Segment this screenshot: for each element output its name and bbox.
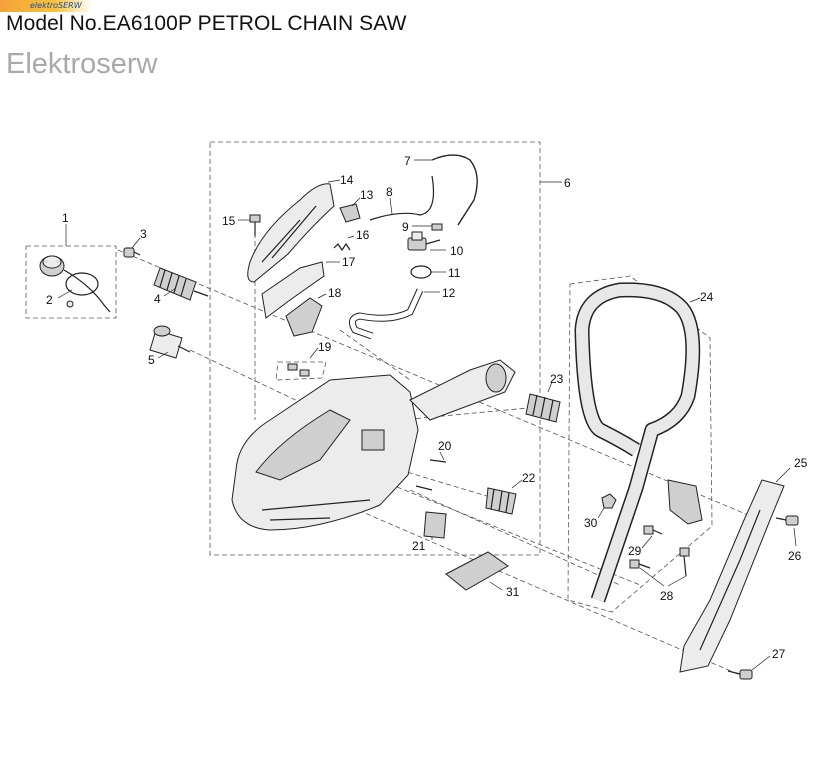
label-part-31 xyxy=(445,551,509,591)
label-4: 4 xyxy=(154,292,161,306)
label-30: 30 xyxy=(584,516,598,530)
label-28: 28 xyxy=(660,589,674,603)
part-number-labels: 1 2 3 4 5 6 7 8 9 10 11 12 13 14 15 16 1… xyxy=(46,154,808,661)
guard-plate-part-25 xyxy=(679,479,785,673)
bolt-part-26 xyxy=(775,515,799,526)
label-24: 24 xyxy=(700,290,714,304)
switch-part-10 xyxy=(407,231,441,251)
label-21: 21 xyxy=(412,539,426,553)
handle-cover-part-14 xyxy=(247,183,335,283)
screw-part-3 xyxy=(123,247,141,258)
label-17: 17 xyxy=(342,255,356,269)
damper-part-22 xyxy=(485,487,517,515)
pad-part-21 xyxy=(423,511,447,539)
label-25: 25 xyxy=(794,456,808,470)
bolt-part-29 xyxy=(643,525,663,535)
o-ring-part-11 xyxy=(410,265,432,279)
label-9: 9 xyxy=(402,220,409,234)
pins-part-20 xyxy=(415,459,447,491)
group-box-24 xyxy=(567,275,713,613)
label-11: 11 xyxy=(448,266,461,280)
bolt-part-27 xyxy=(727,669,753,680)
wire-part-8 xyxy=(369,175,435,221)
page-title: Model No.EA6100P PETROL CHAIN SAW xyxy=(6,12,407,35)
group-box-19 xyxy=(275,361,327,381)
label-8: 8 xyxy=(386,185,393,199)
watermark-brand: Elektroserw xyxy=(6,48,158,80)
label-5: 5 xyxy=(148,353,155,367)
damper-part-23 xyxy=(525,393,561,423)
clip-part-9 xyxy=(431,223,443,231)
damper-spring-part-4 xyxy=(153,267,209,301)
rubber-mount-part-5 xyxy=(149,325,191,359)
group-box-6 xyxy=(209,141,541,556)
bolt-part-15 xyxy=(249,214,261,236)
label-10: 10 xyxy=(450,244,464,258)
group-box-1 xyxy=(25,245,117,319)
label-3: 3 xyxy=(140,227,147,241)
spring-part-16 xyxy=(333,242,351,252)
label-2: 2 xyxy=(46,293,53,307)
label-29: 29 xyxy=(628,544,642,558)
label-13: 13 xyxy=(360,188,374,202)
lockout-part-18 xyxy=(285,297,323,337)
label-15: 15 xyxy=(222,214,236,228)
trigger-part-17 xyxy=(261,261,325,319)
label-26: 26 xyxy=(788,549,802,563)
tube-part-7 xyxy=(431,154,478,226)
label-31: 31 xyxy=(506,585,520,599)
label-6: 6 xyxy=(564,176,571,190)
pins-part-19 xyxy=(287,363,310,377)
label-18: 18 xyxy=(328,286,342,300)
label-22: 22 xyxy=(522,471,536,485)
lever-part-13 xyxy=(339,203,361,223)
label-16: 16 xyxy=(356,228,370,242)
label-12: 12 xyxy=(442,286,456,300)
label-27: 27 xyxy=(772,647,786,661)
leader-lines xyxy=(57,159,797,671)
nut-part-30 xyxy=(601,493,617,509)
rear-handle-housing-part-6 xyxy=(231,359,516,531)
site-badge: elektroSERW xyxy=(0,0,92,12)
label-19: 19 xyxy=(318,340,332,354)
label-23: 23 xyxy=(550,372,564,386)
bolts-part-28 xyxy=(629,547,690,577)
label-7: 7 xyxy=(404,154,411,168)
fuel-cap-part xyxy=(39,255,111,313)
label-1: 1 xyxy=(62,211,69,225)
label-14: 14 xyxy=(340,173,354,187)
label-20: 20 xyxy=(438,439,452,453)
